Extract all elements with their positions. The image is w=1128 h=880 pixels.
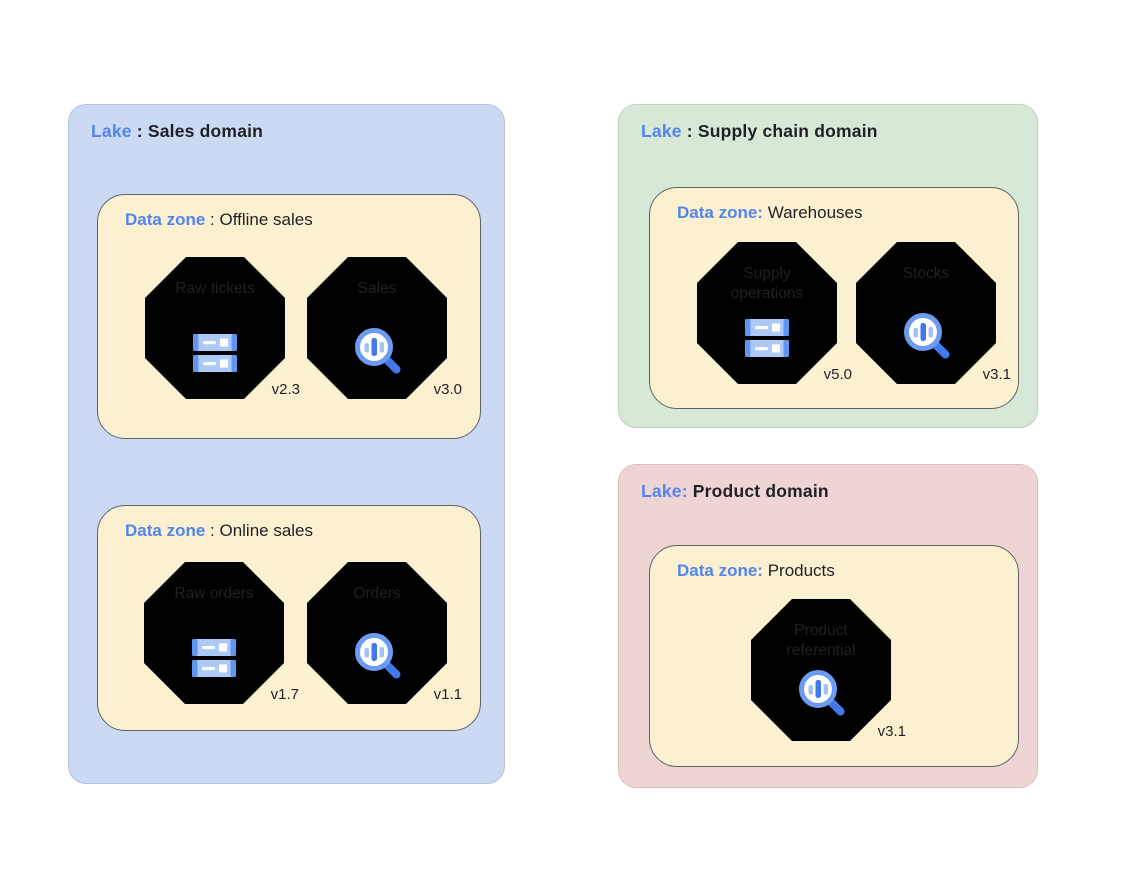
zone-name: : Offline sales bbox=[205, 210, 313, 229]
data-zone-online-sales: Data zone : Online sales Raw orders v1.7… bbox=[97, 505, 481, 731]
data-zone-offline-sales: Data zone : Offline sales Raw tickets v2… bbox=[97, 194, 481, 439]
asset-name: Stocks bbox=[902, 265, 950, 282]
zone-keyword: Data zone: bbox=[677, 561, 763, 580]
octagon-outline bbox=[697, 242, 837, 384]
asset-sales: Sales v3.0 bbox=[305, 255, 462, 401]
asset-stocks: Stocks v3.1 bbox=[854, 240, 1011, 386]
zone-header: Data zone: Products bbox=[677, 561, 835, 581]
search-analytics-icon bbox=[901, 310, 951, 360]
asset-name: Supply operations bbox=[730, 265, 804, 303]
lake-name: : Supply chain domain bbox=[681, 121, 878, 141]
data-zone-products: Data zone: Products Product referential … bbox=[649, 545, 1019, 767]
lake-sales-domain: Lake : Sales domain Data zone : Offline … bbox=[68, 104, 505, 784]
search-analytics-icon bbox=[796, 667, 846, 717]
lake-header: Lake : Sales domain bbox=[91, 121, 263, 142]
asset-supply-operations: Supply operations v5.0 bbox=[695, 240, 852, 386]
lake-keyword: Lake bbox=[641, 121, 682, 141]
asset-version: v3.1 bbox=[982, 366, 1011, 383]
asset-name: Product referential bbox=[786, 622, 856, 660]
lake-header: Lake: Product domain bbox=[641, 481, 829, 502]
lake-product-domain: Lake: Product domain Data zone: Products… bbox=[618, 464, 1038, 788]
asset-version: v1.7 bbox=[270, 686, 299, 703]
storage-servers-icon bbox=[192, 639, 236, 677]
asset-version: v1.1 bbox=[433, 686, 462, 703]
asset-name: Raw orders bbox=[174, 585, 254, 602]
zone-keyword: Data zone bbox=[125, 521, 206, 540]
octagon-outline bbox=[145, 257, 285, 399]
asset-orders: Orders v1.1 bbox=[305, 560, 462, 706]
lake-keyword: Lake bbox=[91, 121, 132, 141]
asset-name: Sales bbox=[357, 280, 397, 297]
storage-servers-icon bbox=[745, 319, 789, 357]
asset-version: v2.3 bbox=[271, 381, 300, 398]
zone-header: Data zone : Offline sales bbox=[125, 210, 313, 230]
zone-keyword: Data zone: bbox=[677, 203, 763, 222]
lake-keyword: Lake: bbox=[641, 481, 688, 501]
asset-version: v3.0 bbox=[433, 381, 462, 398]
zone-keyword: Data zone bbox=[125, 210, 206, 229]
asset-version: v5.0 bbox=[823, 366, 852, 383]
search-analytics-icon bbox=[352, 325, 402, 375]
lake-name: : Sales domain bbox=[131, 121, 264, 141]
zone-name: Products bbox=[762, 561, 835, 580]
asset-version: v3.1 bbox=[877, 723, 906, 740]
asset-raw-tickets: Raw tickets v2.3 bbox=[143, 255, 300, 401]
lake-header: Lake : Supply chain domain bbox=[641, 121, 878, 142]
asset-name: Raw tickets bbox=[175, 280, 255, 297]
zone-header: Data zone: Warehouses bbox=[677, 203, 863, 223]
storage-servers-icon bbox=[193, 334, 237, 372]
zone-name: : Online sales bbox=[205, 521, 314, 540]
octagon-outline bbox=[144, 562, 284, 704]
zone-name: Warehouses bbox=[762, 203, 863, 222]
asset-product-referential: Product referential v3.1 bbox=[749, 597, 906, 743]
search-analytics-icon bbox=[352, 630, 402, 680]
zone-header: Data zone : Online sales bbox=[125, 521, 313, 541]
lake-supply-chain-domain: Lake : Supply chain domain Data zone: Wa… bbox=[618, 104, 1038, 428]
data-zone-warehouses: Data zone: Warehouses Supply operations … bbox=[649, 187, 1019, 409]
asset-name: Orders bbox=[353, 585, 401, 602]
asset-raw-orders: Raw orders v1.7 bbox=[142, 560, 299, 706]
lake-name: Product domain bbox=[687, 481, 829, 501]
